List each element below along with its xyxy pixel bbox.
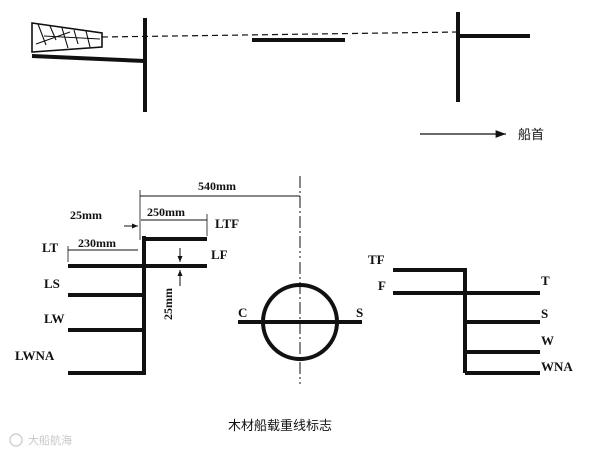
ls-label: LS: [44, 276, 60, 291]
watermark-logo-icon: [9, 433, 23, 447]
watermark-text: 大船航海: [28, 433, 72, 447]
lt-label: LT: [42, 240, 58, 255]
right-mark-group: TF F T S W WNA: [368, 252, 573, 375]
load-line-disc-group: C S: [238, 176, 363, 384]
stern-hatch: [31, 22, 103, 53]
left-mark-group: 540mm 25mm 250mm 230mm LTF LF 25mm LT LS…: [15, 179, 300, 375]
f-label: F: [378, 278, 386, 293]
direction-label: 船首: [518, 128, 544, 143]
stern-deck-line: [31, 54, 146, 63]
dim-250-label: 250mm: [147, 205, 185, 219]
lw-label: LW: [44, 311, 64, 326]
figure-caption: 木材船载重线标志: [228, 418, 332, 434]
watermark: 大船航海: [9, 433, 72, 447]
dim-540-label: 540mm: [198, 179, 236, 193]
dim-vertical-label: 25mm: [161, 288, 175, 320]
disc-label-right: S: [356, 305, 363, 320]
dim-25-label: 25mm: [70, 208, 102, 222]
dim-230-label: 230mm: [78, 236, 116, 250]
bow-direction: 船首: [420, 128, 544, 143]
w-label: W: [541, 333, 554, 348]
s-label: S: [541, 306, 548, 321]
ltf-label: LTF: [215, 216, 239, 231]
disc-label-left: C: [238, 305, 247, 320]
lf-label: LF: [211, 247, 228, 262]
wna-label: WNA: [541, 359, 573, 374]
lwna-label: LWNA: [15, 348, 55, 363]
waterline-dashed: [101, 31, 459, 38]
t-label: T: [541, 273, 550, 288]
tf-label: TF: [368, 252, 385, 267]
ship-side-view: [31, 12, 530, 112]
